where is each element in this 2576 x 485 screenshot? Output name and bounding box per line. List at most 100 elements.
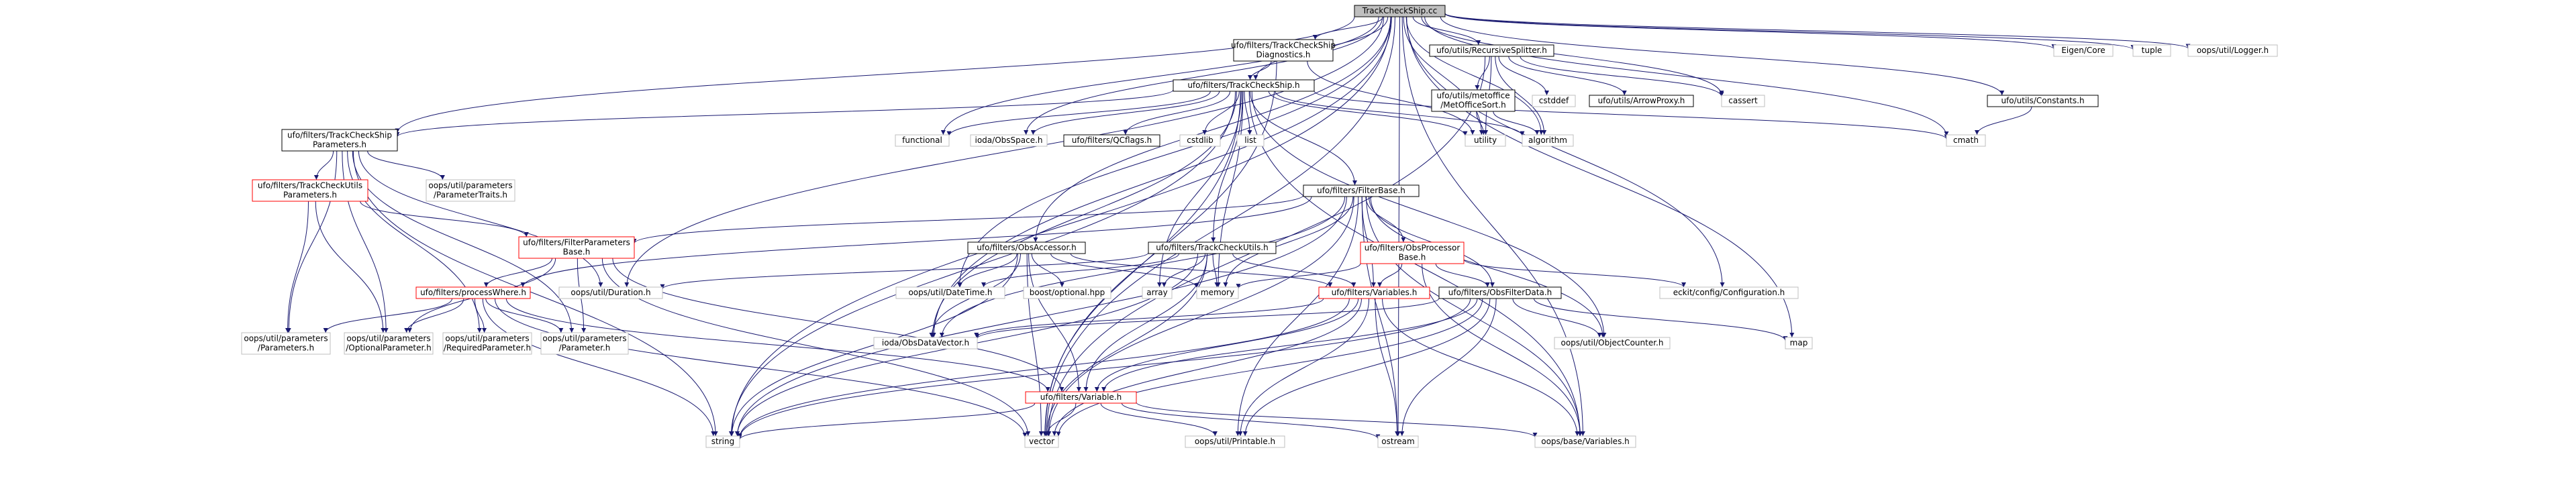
node-opb-label-1: Base.h xyxy=(1399,253,1426,262)
node-tcup-box xyxy=(252,179,368,202)
node-array-label-0: array xyxy=(1146,288,1167,297)
node-processwhere[interactable]: ufo/filters/processWhere.h xyxy=(415,286,531,299)
node-utility-label-0: utility xyxy=(1474,136,1497,145)
edge-tcsp-to-params xyxy=(286,150,338,333)
node-param-label-1: /Parameter.h xyxy=(559,343,611,353)
node-array-box xyxy=(1142,286,1173,299)
node-datetime: oops/util/DateTime.h xyxy=(895,286,1005,299)
node-algorithm-box xyxy=(1522,134,1574,147)
node-cmath: cmath xyxy=(1946,134,1986,147)
node-obsspace: ioda/ObsSpace.h xyxy=(970,134,1048,147)
node-cstddef: cstddef xyxy=(1532,95,1576,107)
edge-opb-to-eckitconf xyxy=(1463,259,1686,288)
node-obsfilterdata[interactable]: ufo/filters/ObsFilterData.h xyxy=(1438,286,1562,299)
edge-tcs_h-to-list xyxy=(1244,91,1252,136)
node-obsdatavector-label-0: ioda/ObsDataVector.h xyxy=(882,338,969,347)
node-obsdatavector: ioda/ObsDataVector.h xyxy=(873,337,978,349)
node-memory-box xyxy=(1196,286,1239,299)
node-tuple-label-0: tuple xyxy=(2142,46,2163,55)
node-processwhere-box xyxy=(415,286,531,299)
node-duration-box xyxy=(558,286,663,299)
node-constants[interactable]: ufo/utils/Constants.h xyxy=(1987,95,2099,107)
edge-obsfilterdata-to-map xyxy=(1533,298,1788,341)
node-params-label-1: /Parameters.h xyxy=(258,343,314,353)
edge-metoffice-to-algorithm xyxy=(1493,111,1540,136)
edge-tcs_h-to-functional xyxy=(946,91,1211,136)
edge-tcs_h-to-obsdatavector xyxy=(930,91,1238,338)
edge-tcs_h-to-memory xyxy=(1216,91,1244,288)
node-tcu[interactable]: ufo/filters/TrackCheckUtils.h xyxy=(1148,241,1277,254)
node-optparam-label-1: /OptionalParameter.h xyxy=(346,343,432,353)
node-params: oops/util/parameters/Parameters.h xyxy=(241,332,331,355)
edge-tcs_h-to-obsspace xyxy=(1030,91,1220,136)
edge-root-to-utility xyxy=(1403,16,1484,136)
edge-obsfilterdata-to-objcounter xyxy=(1512,298,1602,338)
edge-variable-to-vector xyxy=(1044,402,1077,437)
edge-metoffice-to-utility xyxy=(1476,111,1486,136)
edge-filterbase-to-processwhere xyxy=(520,196,1312,288)
node-utility: utility xyxy=(1465,134,1506,147)
node-fpb-box xyxy=(518,236,635,259)
node-root-label-0: TrackCheckShip.cc xyxy=(1362,6,1438,15)
node-tcs_diag-box xyxy=(1233,39,1334,62)
node-logger-label-0: oops/util/Logger.h xyxy=(2197,46,2269,55)
edge-obsfilterdata-to-string xyxy=(737,298,1471,439)
node-ostream: ostream xyxy=(1377,435,1419,448)
edge-root-to-cmath xyxy=(1424,16,1949,136)
node-optparam-box xyxy=(344,332,434,355)
edge-root-to-eckitconf xyxy=(1405,16,1725,288)
edge-root-to-tcs_diag xyxy=(1312,16,1383,40)
node-rec_split[interactable]: ufo/utils/RecursiveSplitter.h xyxy=(1429,44,1554,57)
node-params-box xyxy=(241,332,331,355)
node-array: array xyxy=(1142,286,1173,299)
edge-fpb-to-variable xyxy=(612,258,1064,392)
edge-tcs_h-to-cmath xyxy=(1314,91,1949,140)
node-datetime-box xyxy=(895,286,1005,299)
node-functional-label-0: functional xyxy=(902,136,942,145)
edge-obsaccessor-to-variables xyxy=(1070,253,1333,288)
edge-tcu-to-array xyxy=(1161,253,1206,288)
node-basevars: oops/base/Variables.h xyxy=(1534,435,1636,448)
edge-tcs_h-to-tcsp xyxy=(395,89,1174,138)
node-reqparam-label-0: oops/util/parameters xyxy=(445,334,529,343)
node-list-label-0: list xyxy=(1244,136,1256,145)
edge-obsaccessor-to-boostopt xyxy=(1031,253,1064,288)
node-variables[interactable]: ufo/filters/Variables.h xyxy=(1318,286,1430,299)
node-param: oops/util/parameters/Parameter.h xyxy=(540,332,629,355)
edge-variables-to-string xyxy=(737,298,1350,438)
node-optparam-label-0: oops/util/parameters xyxy=(346,334,430,343)
edge-opb-to-obsfilterdata xyxy=(1435,263,1490,288)
edge-tcs_h-to-vector xyxy=(1042,91,1241,437)
node-root[interactable]: TrackCheckShip.cc xyxy=(1354,5,1446,17)
edge-root-to-logger xyxy=(1444,13,2191,49)
node-obsaccessor[interactable]: ufo/filters/ObsAccessor.h xyxy=(967,241,1086,254)
node-qcflags[interactable]: ufo/filters/QCflags.h xyxy=(1063,134,1160,147)
node-cassert-label-0: cassert xyxy=(1728,96,1758,105)
node-paramtraits: oops/util/parameters/ParameterTraits.h xyxy=(426,179,515,202)
node-arrowproxy[interactable]: ufo/utils/ArrowProxy.h xyxy=(1589,95,1694,107)
node-variable-box xyxy=(1025,391,1137,404)
node-qcflags-label-0: ufo/filters/QCflags.h xyxy=(1072,136,1152,145)
node-cassert-box xyxy=(1721,95,1765,107)
node-metoffice[interactable]: ufo/utils/metoffice/MetOfficeSort.h xyxy=(1431,89,1516,112)
node-fpb-label-1: Base.h xyxy=(563,248,591,257)
edge-tcs_h-to-cstdlib xyxy=(1202,91,1240,136)
node-eigen-box xyxy=(2053,44,2114,57)
edge-filterbase-to-ostream xyxy=(1361,196,1400,437)
node-variable[interactable]: ufo/filters/Variable.h xyxy=(1025,391,1137,404)
node-filterbase[interactable]: ufo/filters/FilterBase.h xyxy=(1303,184,1420,197)
node-tcsp-box xyxy=(281,129,398,152)
node-map: map xyxy=(1785,337,1813,349)
edge-obsfilterdata-to-printable xyxy=(1242,298,1491,437)
edge-obsaccessor-to-vector xyxy=(1026,253,1044,437)
edge-variable-to-ostream xyxy=(1121,402,1381,439)
node-tcs_h[interactable]: ufo/filters/TrackCheckShip.h xyxy=(1173,79,1315,92)
edge-root-to-obsspace xyxy=(1024,16,1383,136)
edge-variable-to-printable xyxy=(1100,402,1218,437)
edge-tcs_h-to-objcounter xyxy=(1251,91,1607,338)
